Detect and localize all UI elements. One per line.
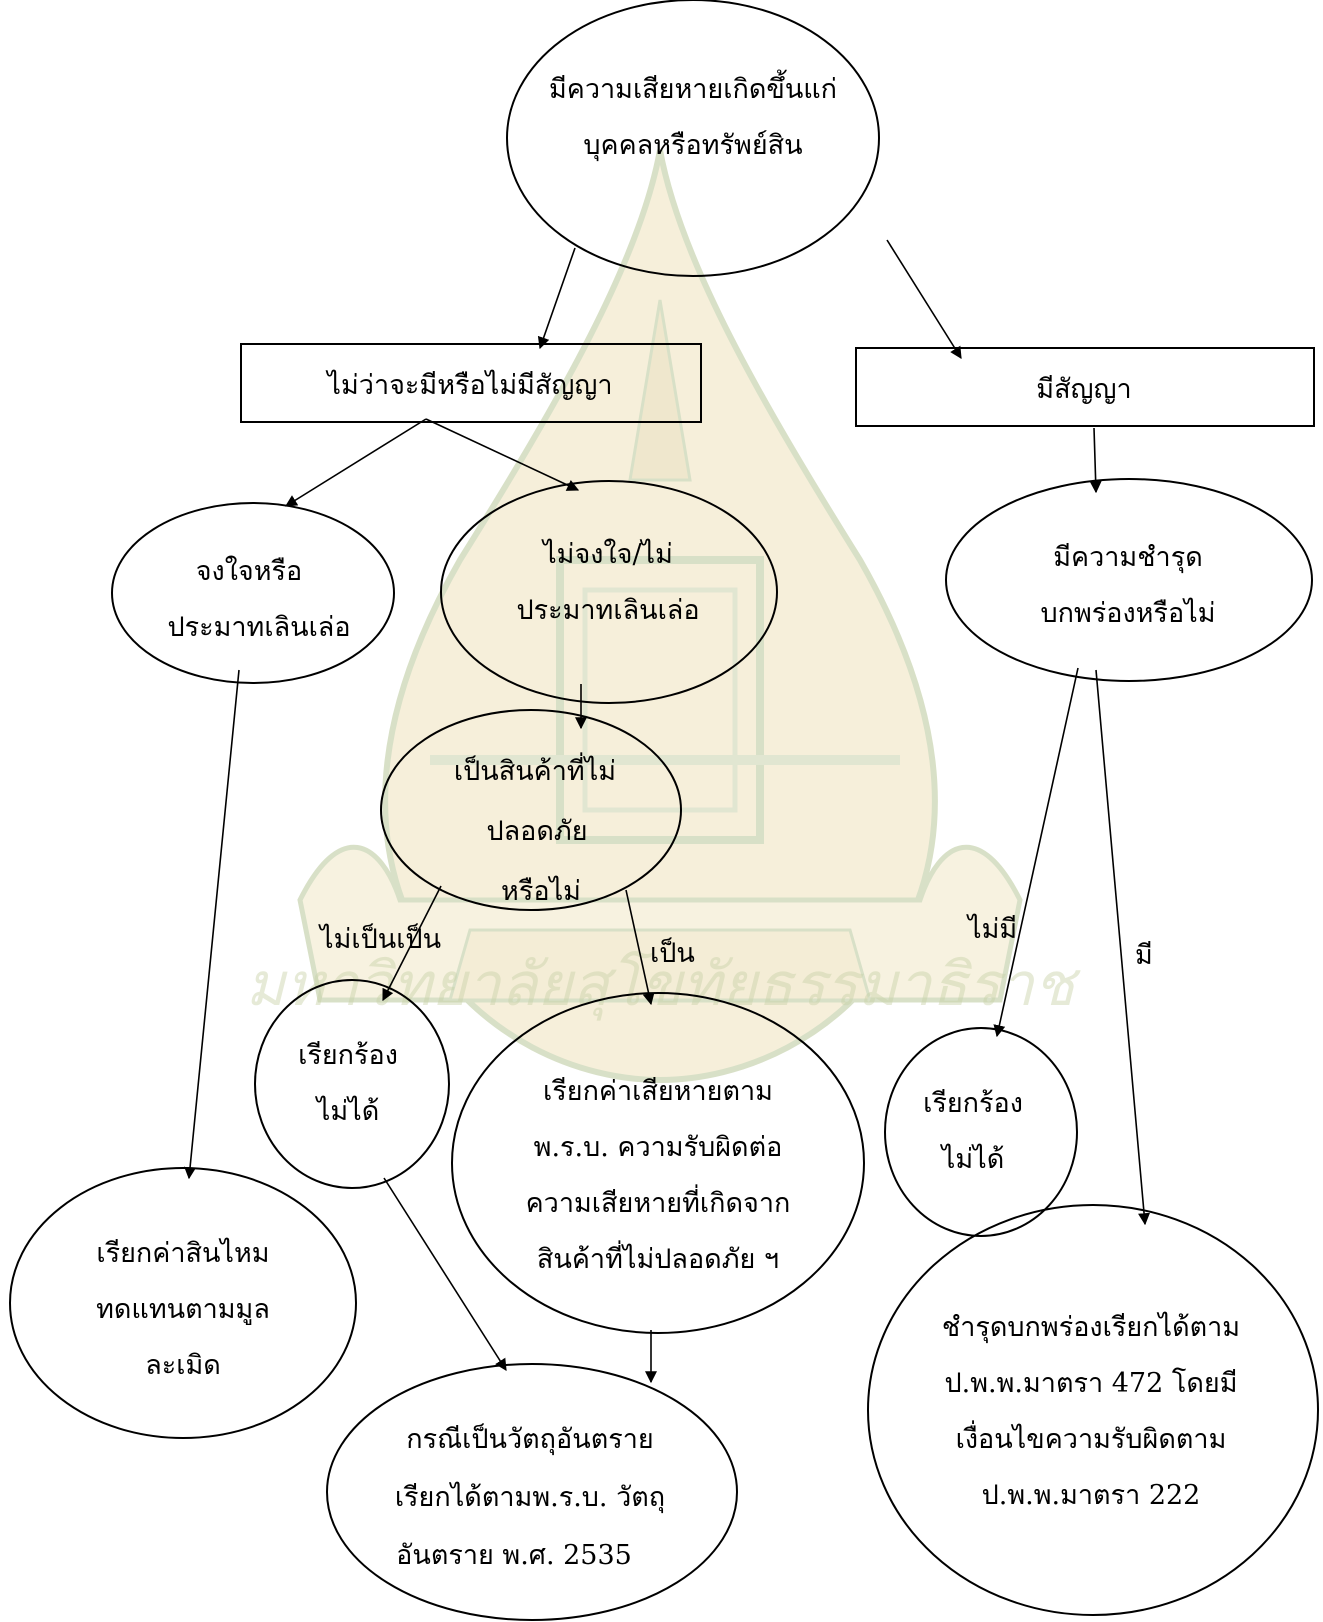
node-intentional: จงใจหรือ ประมาทเลินเล่อ — [111, 502, 395, 684]
node-cannot-claim-left-line-2: ไม่ได้ — [315, 1096, 380, 1127]
node-defect-question-line-1: มีความชำรุด — [1053, 542, 1203, 574]
node-defect-claim-line-4: ป.พ.พ.มาตรา 222 — [982, 1480, 1201, 1511]
node-no-contract: ไม่ว่าจะมีหรือไม่มีสัญญา — [240, 343, 702, 423]
emblem-flame-shape — [297, 149, 1023, 1084]
node-unsafe-act-shape — [451, 992, 865, 1334]
edge-intentional-to-tort — [184, 669, 240, 1180]
node-hazardous: กรณีเป็นวัตถุอันตราย เรียกได้ตามพ.ร.บ. ว… — [326, 1363, 738, 1621]
node-not-intentional-line-2: ประมาทเลินเล่อ — [516, 595, 699, 626]
node-cannot-claim-left-shape — [254, 979, 450, 1189]
edge-label-not-unsafe: ไม่เป็นเป็น — [318, 921, 441, 955]
edge-labels: ไม่เป็นเป็น เป็น ไม่มี มี — [318, 914, 1153, 971]
node-intentional-line-1: จงใจหรือ — [196, 555, 303, 587]
node-cannot-claim-right: เรียกร้อง ไม่ได้ — [884, 1027, 1078, 1237]
node-not-intentional-shape — [440, 480, 778, 704]
node-defect-claim-shape — [867, 1204, 1319, 1616]
node-cannot-claim-right-line-2: ไม่ได้ — [940, 1144, 1005, 1175]
node-unsafe-question-shape — [380, 709, 682, 911]
node-unsafe-act-line-3: ความเสียหายที่เกิดจาก — [526, 1184, 791, 1219]
node-intentional-line-2: ประมาทเลินเล่อ — [167, 612, 350, 643]
edge-defect-question-to-defect-claim — [1095, 669, 1151, 1226]
node-defect-claim-line-3: เงื่อนไขความรับผิดตาม — [956, 1420, 1227, 1455]
node-tort: เรียกค่าสินไหม ทดแทนตามมูล ละเมิด — [9, 1167, 357, 1439]
node-no-contract-shape — [240, 343, 702, 423]
edges — [184, 239, 1151, 1384]
edge-unsafe-question-to-cannot-claim-left — [382, 885, 442, 1002]
node-root-line-2: บุคคลหรือทรัพย์สิน — [583, 129, 802, 162]
node-cannot-claim-left-line-1: เรียกร้อง — [298, 1040, 398, 1071]
node-unsafe-question-line-2: ปลอดภัย — [486, 816, 587, 847]
node-root-shape — [506, 0, 880, 277]
node-unsafe-act-line-4: สินค้าที่ไม่ปลอดภัย ฯ — [537, 1240, 779, 1275]
node-no-contract-line-1: ไม่ว่าจะมีหรือไม่มีสัญญา — [325, 370, 612, 401]
node-unsafe-act-line-2: พ.ร.บ. ความรับผิดต่อ — [534, 1132, 783, 1163]
node-cannot-claim-right-shape — [884, 1027, 1078, 1237]
node-tort-shape — [9, 1167, 357, 1439]
edge-unsafe-question-to-unsafe-act — [625, 889, 655, 1006]
node-contract-shape — [855, 347, 1315, 427]
edge-label-unsafe: เป็น — [650, 935, 695, 969]
node-defect-question-line-2: บกพร่องหรือไม่ — [1040, 598, 1215, 629]
node-defect-question: มีความชำรุด บกพร่องหรือไม่ — [945, 478, 1313, 682]
edge-label-no-defect: ไม่มี — [966, 914, 1017, 945]
node-root-line-1: มีความเสียหายเกิดขึ้นแก่ — [549, 69, 837, 105]
node-cannot-claim-left: เรียกร้อง ไม่ได้ — [254, 979, 450, 1189]
node-not-intentional: ไม่จงใจ/ไม่ ประมาทเลินเล่อ — [440, 480, 778, 704]
node-hazardous-line-3: อันตราย พ.ศ. 2535 — [396, 1540, 632, 1571]
node-unsafe-act-line-1: เรียกค่าเสียหายตาม — [543, 1076, 773, 1107]
node-unsafe-question-line-3: หรือไม่ — [501, 876, 581, 907]
node-defect-claim: ชำรุดบกพร่องเรียกได้ตาม ป.พ.พ.มาตรา 472 … — [867, 1204, 1319, 1616]
node-tort-line-3: ละเมิด — [145, 1350, 221, 1381]
node-hazardous-line-1: กรณีเป็นวัตถุอันตราย — [406, 1421, 653, 1456]
node-unsafe-act: เรียกค่าเสียหายตาม พ.ร.บ. ความรับผิดต่อ … — [451, 992, 865, 1334]
node-not-intentional-line-1: ไม่จงใจ/ไม่ — [541, 538, 673, 570]
node-unsafe-question: เป็นสินค้าที่ไม่ ปลอดภัย หรือไม่ — [380, 709, 682, 911]
node-hazardous-shape — [326, 1363, 738, 1621]
edge-no-contract-to-intentional — [284, 418, 427, 507]
node-tort-line-1: เรียกค่าสินไหม — [96, 1238, 269, 1269]
edge-no-contract-to-not-intentional — [425, 418, 580, 491]
edge-root-to-no-contract — [537, 247, 576, 350]
edge-contract-to-defect-question — [1089, 427, 1102, 494]
node-contract: มีสัญญา — [855, 347, 1315, 427]
node-contract-line-1: มีสัญญา — [1036, 374, 1131, 405]
edge-cannot-claim-left-to-hazardous — [383, 1177, 507, 1372]
node-cannot-claim-right-line-1: เรียกร้อง — [923, 1088, 1023, 1119]
node-defect-question-shape — [945, 478, 1313, 682]
node-defect-claim-line-1: ชำรุดบกพร่องเรียกได้ตาม — [942, 1312, 1240, 1344]
node-intentional-shape — [111, 502, 395, 684]
edge-label-has-defect: มี — [1135, 940, 1153, 971]
edge-root-to-contract — [886, 239, 962, 360]
node-root: มีความเสียหายเกิดขึ้นแก่ บุคคลหรือทรัพย์… — [506, 0, 880, 277]
node-hazardous-line-2: เรียกได้ตามพ.ร.บ. วัตถุ — [395, 1482, 665, 1514]
node-defect-claim-line-2: ป.พ.พ.มาตรา 472 โดยมี — [945, 1368, 1238, 1399]
node-tort-line-2: ทดแทนตามมูล — [96, 1294, 270, 1325]
node-unsafe-question-line-1: เป็นสินค้าที่ไม่ — [454, 752, 616, 787]
edge-defect-question-to-cannot-claim-right — [993, 667, 1079, 1038]
